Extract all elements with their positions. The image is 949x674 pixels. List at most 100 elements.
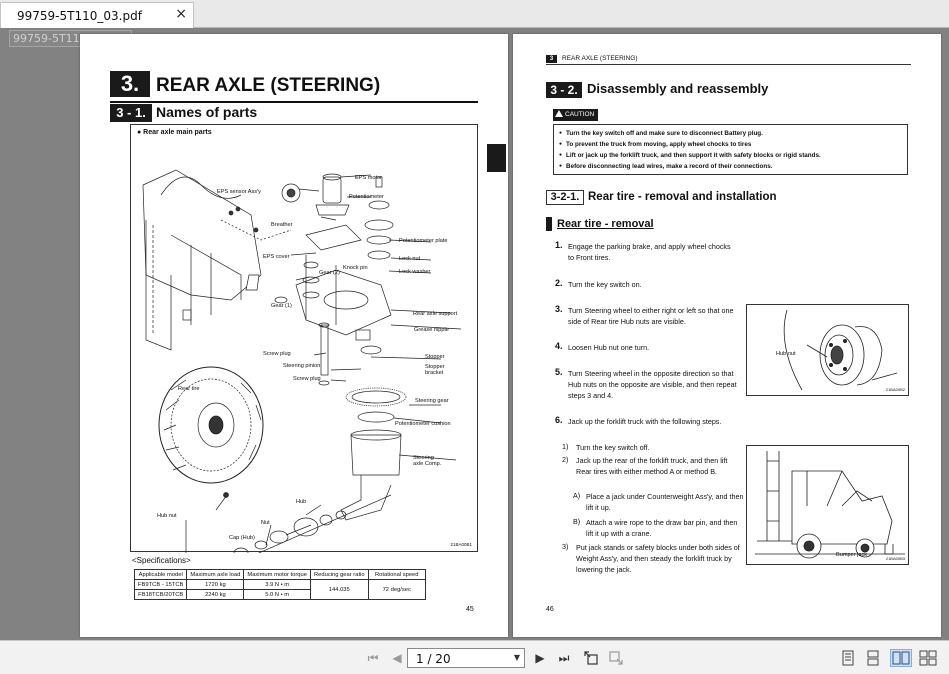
table-header: Applicable model	[133, 569, 188, 580]
step-text: Loosen Hub nut one turn.	[568, 343, 650, 352]
subsection-title: Rear tire - removal and installation	[588, 191, 777, 203]
label-potentiometer-cushion: Potentiometer cushion	[395, 421, 451, 427]
step-number: 1.	[555, 240, 563, 250]
method-number: B)	[573, 517, 581, 526]
substep-number: 1)	[562, 442, 569, 451]
caution-item: Lift or jack up the forklift truck, and …	[559, 150, 902, 161]
table-cell: FB9TCB - 15TCB	[133, 579, 188, 590]
label-grease-nipple: Grease nipple	[414, 327, 449, 333]
exploded-diagram	[142, 169, 462, 553]
section-title: Disassembly and reassembly	[587, 81, 769, 96]
label-knock-pin: Knock pin	[343, 265, 368, 271]
section-title: Names of parts	[156, 104, 258, 120]
rear-axle-parts-figure: ● Rear axle main parts	[130, 124, 478, 553]
substep-number: 2)	[562, 455, 569, 464]
label-rear-axle-support: Rear axle support	[413, 311, 458, 317]
label-cap-hub: Cap (Hub)	[229, 535, 255, 541]
close-icon[interactable]: ×	[175, 6, 187, 22]
label-eps-cover: EPS cover	[263, 254, 290, 260]
document-tab[interactable]: 99759-5T110_03.pdf ×	[0, 2, 194, 28]
table-header: Reducing gear ratio	[309, 569, 369, 580]
single-page-view-button[interactable]	[839, 649, 857, 667]
step-text: Turn the key switch on.	[568, 280, 642, 289]
two-page-continuous-icon	[919, 650, 937, 666]
step-text: Turn Steering wheel to either right or l…	[568, 306, 734, 326]
hub-nut-label: Hub nut	[776, 351, 796, 357]
chapter-number: 3.	[110, 71, 150, 97]
section-number: 3 - 1.	[110, 104, 152, 122]
table-header: Rotational speed	[367, 569, 426, 580]
label-hub: Hub	[296, 499, 307, 505]
previous-page-button[interactable]: ◀	[392, 651, 402, 665]
method-text: Place a jack under Counterweight Ass'y, …	[586, 492, 744, 512]
table-row: FB9TCB - 15TCB 1720 kg 3.9 N • m 144.035…	[133, 579, 426, 600]
table-cell: FB18TCB/20TCB	[133, 589, 188, 600]
step-number: 3.	[555, 304, 563, 314]
two-page-continuous-view-button[interactable]	[917, 649, 939, 667]
caution-box: Turn the key switch off and make sure to…	[553, 124, 908, 175]
tab-bar: 99759-5T110_03.pdf ×	[0, 0, 949, 28]
caution-label: CAUTION	[553, 109, 599, 121]
table-header: Maximum motor torque	[243, 569, 311, 580]
subheading-bar	[546, 217, 552, 231]
two-page-view-button[interactable]	[890, 649, 912, 667]
step-number: 2.	[555, 278, 563, 288]
continuous-page-icon	[867, 650, 879, 666]
single-page-icon	[842, 650, 854, 666]
step-number: 5.	[555, 367, 563, 377]
next-page-button[interactable]: ▶	[535, 651, 545, 665]
table-cell: 144.035	[309, 579, 369, 600]
label-rear-tire: Rear tire	[178, 386, 200, 392]
bumper-jack-label: Bumper jack	[836, 552, 868, 558]
table-header-row: Applicable model Maximum axle load Maxim…	[133, 569, 426, 580]
header-chapter-mark: 3	[546, 55, 557, 63]
go-back-icon	[584, 651, 598, 665]
running-header: REAR AXLE (STEERING)	[562, 55, 638, 62]
label-potentiometer-plate: Potentiometer plate	[399, 238, 448, 244]
table-cell: 5.0 N • m	[243, 589, 311, 600]
method-number: A)	[573, 491, 581, 500]
last-page-button[interactable]: ⏭	[558, 650, 570, 665]
forklift-illustration	[755, 451, 905, 559]
go-back-button[interactable]	[582, 649, 600, 667]
chapter-side-marker	[487, 144, 506, 172]
substep-number: 3)	[562, 542, 569, 551]
step-number: 6.	[555, 415, 563, 425]
label-breather: Breather	[271, 222, 293, 228]
label-gear-2: Gear (2)	[319, 270, 340, 276]
step-text: Engage the parking brake, and apply whee…	[568, 242, 731, 262]
figure-code: 21BA00B2	[885, 387, 905, 392]
figure-caption: ● Rear axle main parts	[137, 129, 212, 136]
label-steering-gear: Steering gear	[415, 398, 449, 404]
two-page-icon	[892, 651, 910, 665]
label-screw-plug-lower: Screw plug	[293, 376, 321, 382]
label-lock-nut: Lock nut	[399, 256, 421, 262]
label-lock-washer: Lock washer	[399, 269, 431, 275]
page-selector[interactable]: 1 / 20 ▼	[407, 648, 525, 668]
go-forward-button[interactable]	[607, 649, 625, 667]
page-46: 3 REAR AXLE (STEERING) 3 - 2. Disassembl…	[513, 34, 941, 637]
substep-text: Turn the key switch off.	[576, 443, 650, 452]
continuous-view-button[interactable]	[864, 649, 882, 667]
step-text: Jack up the forklift truck with the foll…	[568, 417, 722, 426]
chapter-title: REAR AXLE (STEERING)	[156, 75, 381, 96]
label-steering-pinion: Steering pinion	[283, 363, 321, 369]
bumper-jack-figure: Bumper jack 21BA00B3	[746, 445, 909, 565]
substep-text: Put jack stands or safety blocks under b…	[576, 543, 740, 574]
caution-item: Turn the key switch off and make sure to…	[559, 128, 902, 139]
section-number: 3 - 2.	[546, 82, 582, 98]
first-page-button[interactable]: ⏮	[367, 650, 379, 665]
tab-title: 99759-5T110_03.pdf	[17, 9, 142, 23]
substep-text: Jack up the rear of the forklift truck, …	[576, 456, 728, 476]
page-indicator: 1 / 20	[416, 652, 451, 666]
figure-code: 21BA00B1	[450, 542, 472, 547]
table-cell: 2240 kg	[186, 589, 245, 600]
label-stopper-bracket: Stopper bracket	[425, 364, 445, 376]
page-number: 46	[546, 606, 554, 613]
table-row: FB18TCB/20TCB 2240 kg 5.0 N • m	[133, 589, 426, 600]
table-header: Maximum axle load	[186, 569, 245, 580]
header-rule	[546, 64, 911, 65]
label-hub-nut: Hub nut	[157, 513, 177, 519]
label-nut: Nut	[261, 520, 270, 526]
hub-nut-illustration	[783, 309, 898, 391]
